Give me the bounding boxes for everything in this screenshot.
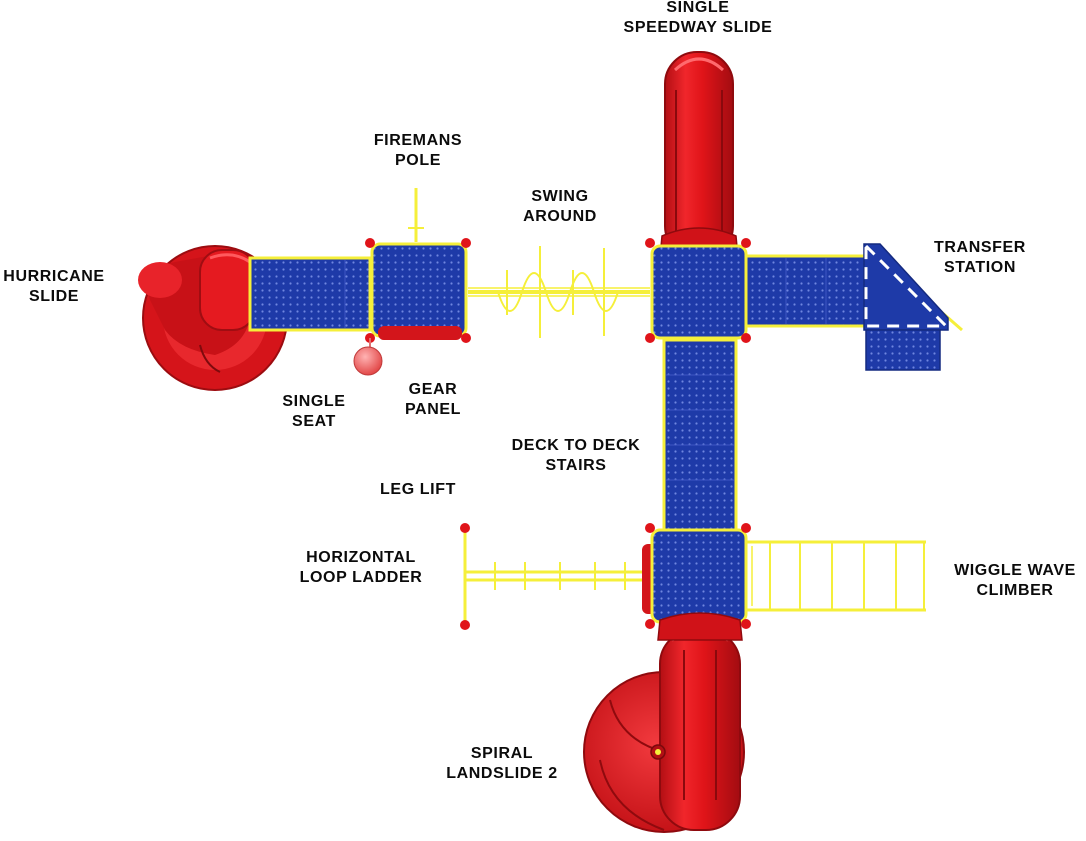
left-ramp-deck (248, 256, 372, 332)
label-single-seat: SINGLE SEAT (282, 393, 346, 430)
firemans-pole (408, 188, 424, 242)
label-single-speedway-slide: SINGLE SPEEDWAY SLIDE (623, 0, 773, 36)
label-swing-around: SWING AROUND (523, 188, 597, 225)
label-wiggle-wave-climber: WIGGLE WAVE CLIMBER (954, 562, 1076, 599)
single-speedway-slide (659, 51, 739, 259)
main-deck-top (645, 238, 751, 343)
label-horizontal-loop-ladder: HORIZONTAL LOOP LADDER (299, 549, 423, 586)
label-gear-panel: GEAR PANEL (404, 381, 462, 418)
swing-around (468, 246, 650, 338)
label-spiral-landslide-2: SPIRAL LANDSLIDE 2 (446, 745, 558, 782)
deck-to-deck-stairs (662, 338, 738, 532)
label-hurricane-slide: HURRICANE SLIDE (3, 268, 105, 305)
spiral-landslide-2 (583, 612, 745, 833)
gear-panel-deck (365, 238, 471, 343)
transfer-ramp (744, 254, 868, 328)
main-deck-bottom (642, 523, 751, 629)
transfer-station (863, 242, 963, 371)
label-deck-to-deck-stairs: DECK TO DECK STAIRS (511, 437, 641, 474)
wiggle-wave-climber (746, 540, 926, 612)
single-seat (353, 338, 383, 376)
horizontal-loop-ladder (460, 523, 650, 630)
label-firemans-pole: FIREMANS POLE (373, 132, 463, 169)
label-leg-lift: LEG LIFT (380, 481, 456, 498)
hurricane-slide (138, 245, 288, 391)
label-transfer-station: TRANSFER STATION (934, 239, 1026, 276)
